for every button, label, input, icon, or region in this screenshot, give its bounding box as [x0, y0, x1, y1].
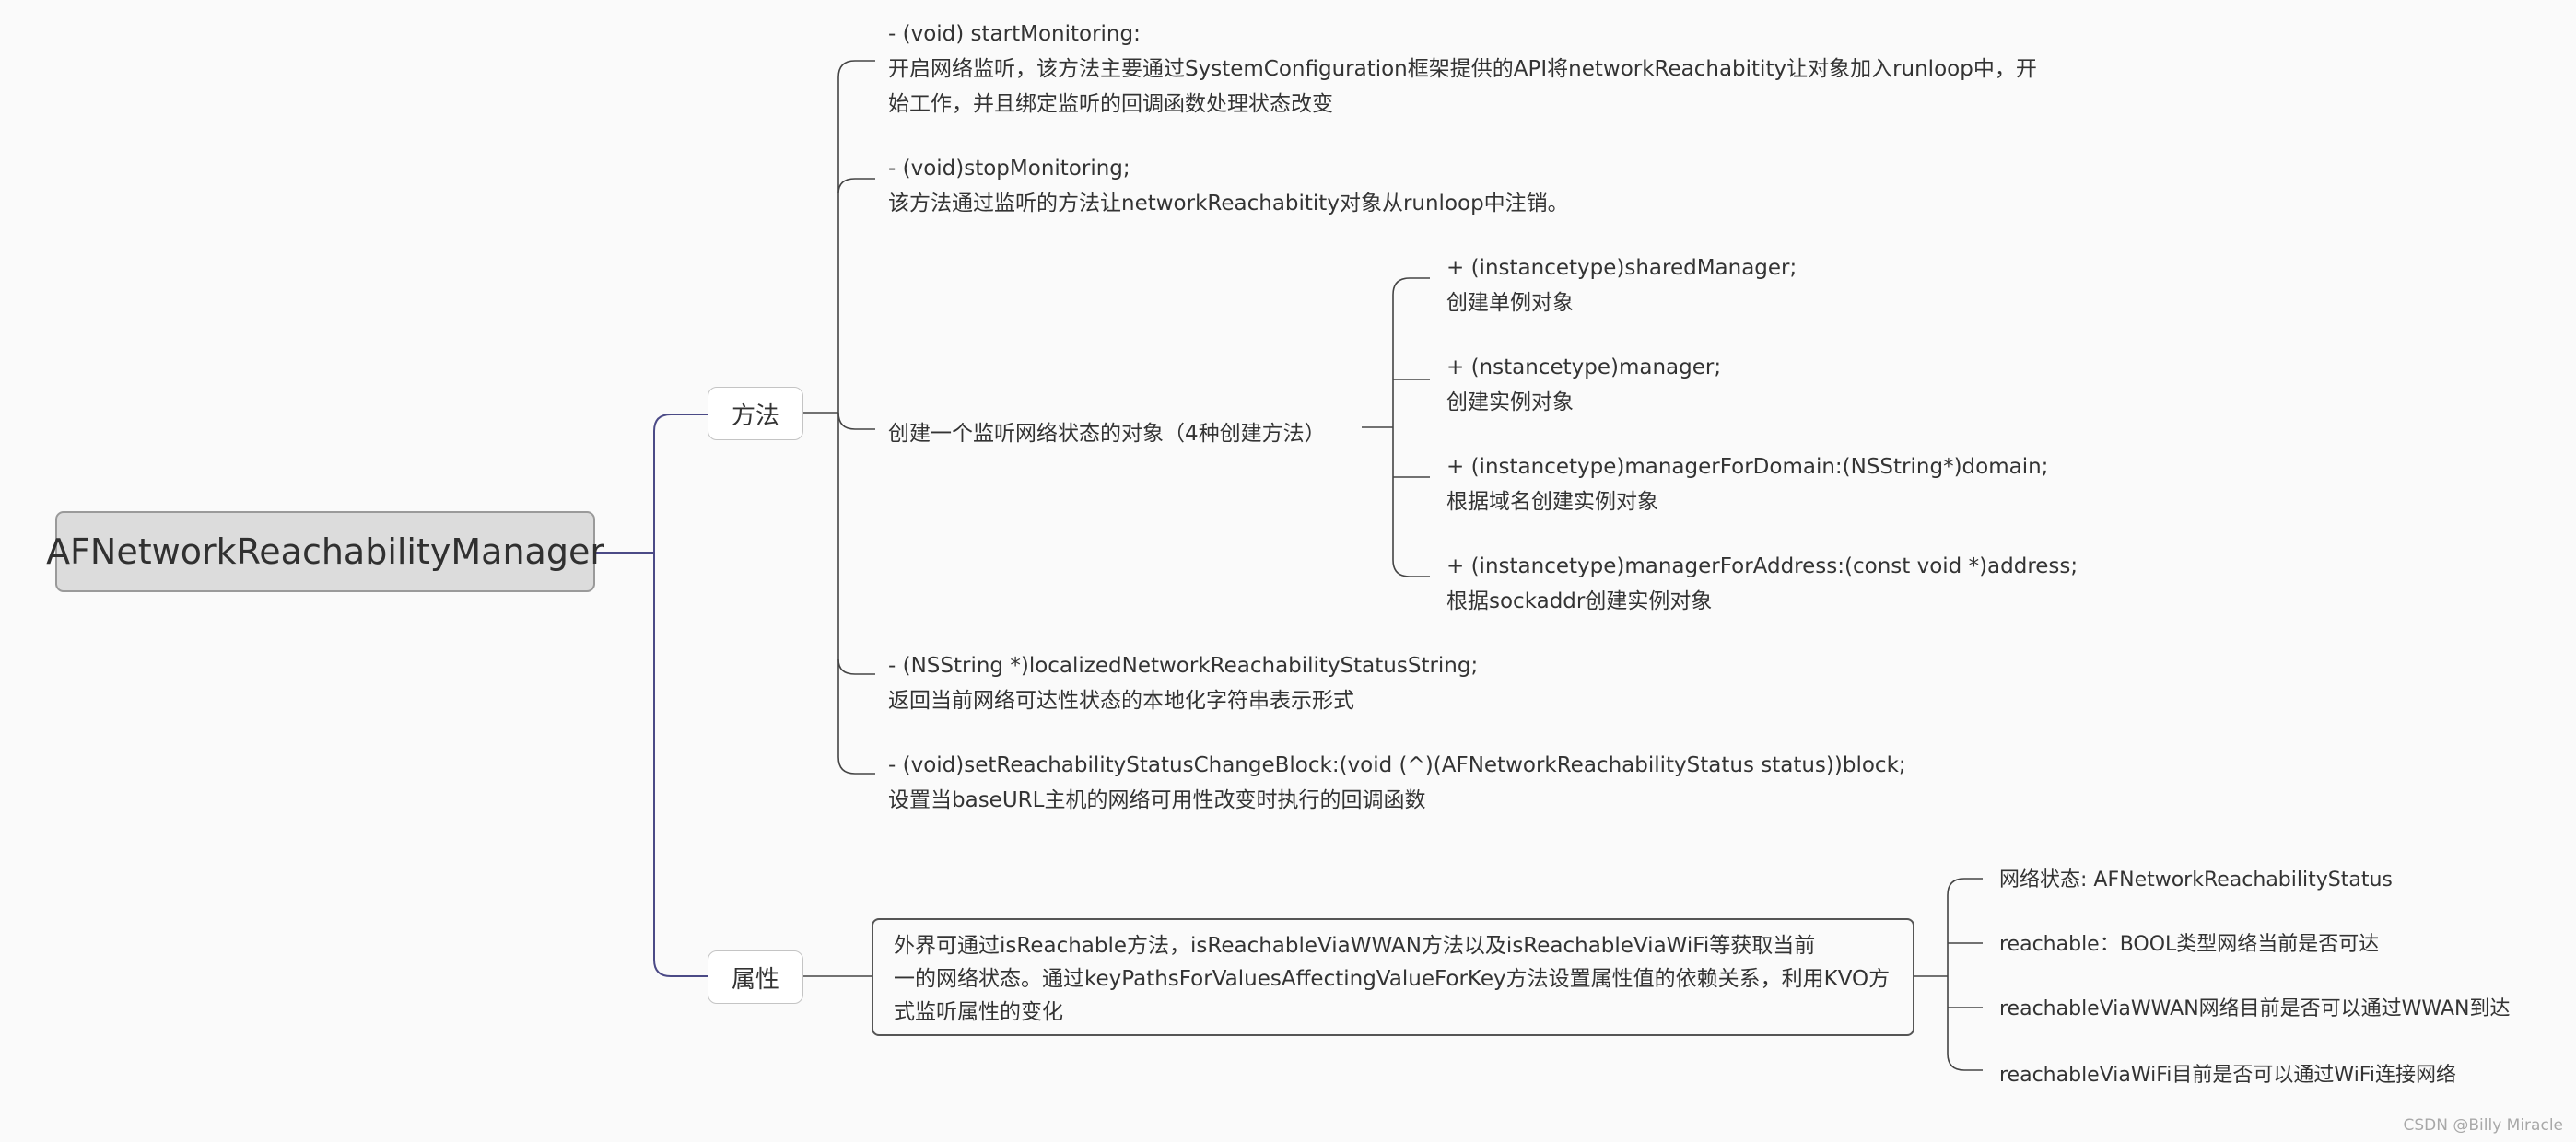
- method-create[interactable]: 创建一个监听网络状态的对象（4种创建方法）: [888, 416, 1326, 451]
- method-set-change-block[interactable]: - (void)setReachabilityStatusChangeBlock…: [888, 748, 1906, 818]
- method-start-monitoring[interactable]: - (void) startMonitoring: 开启网络监听，该方法主要通过…: [888, 17, 2037, 122]
- create-manager[interactable]: + (nstancetype)manager; 创建实例对象: [1446, 350, 1721, 420]
- property-reachable-wifi[interactable]: reachableViaWiFi目前是否可以通过WiFi连接网络: [1999, 1064, 2456, 1087]
- create-manager-for-address[interactable]: + (instancetype)managerForAddress:(const…: [1446, 549, 2078, 619]
- property-reachable[interactable]: reachable：BOOL类型网络当前是否可达: [1999, 933, 2380, 956]
- branch-methods-label: 方法: [731, 402, 779, 430]
- properties-summary-line: 式监听属性的变化: [894, 1000, 1063, 1024]
- method-title: - (NSString *)localizedNetworkReachabili…: [888, 654, 1479, 678]
- watermark: CSDN @Billy Miracle: [2403, 1116, 2564, 1135]
- branch-properties-label: 属性: [731, 965, 779, 994]
- method-desc: 该方法通过监听的方法让networkReachabitity对象从runloop…: [888, 192, 1569, 216]
- method-desc: 开启网络监听，该方法主要通过SystemConfiguration框架提供的AP…: [888, 57, 2037, 81]
- method-desc: 返回当前网络可达性状态的本地化字符串表示形式: [888, 689, 1354, 713]
- method-title: - (void)stopMonitoring;: [888, 157, 1130, 181]
- property-reachable-wwan[interactable]: reachableViaWWAN网络目前是否可以通过WWAN到达: [1999, 997, 2511, 1020]
- branch-methods[interactable]: 方法: [708, 387, 803, 440]
- create-title: + (instancetype)managerForAddress:(const…: [1446, 554, 2078, 578]
- branch-properties[interactable]: 属性: [708, 950, 803, 1004]
- connector-methods-spine: [837, 60, 875, 775]
- connector-method-create: [837, 412, 875, 430]
- create-desc: 根据域名创建实例对象: [1446, 490, 1658, 514]
- create-title: + (nstancetype)manager;: [1446, 355, 1722, 379]
- create-desc: 根据sockaddr创建实例对象: [1446, 589, 1713, 613]
- method-desc: 始工作，并且绑定监听的回调函数处理状态改变: [888, 92, 1333, 116]
- connector-props-spine: [1947, 878, 1983, 1071]
- create-title: + (instancetype)managerForDomain:(NSStri…: [1446, 455, 2049, 479]
- properties-summary-box[interactable]: 外界可通过isReachable方法，isReachableViaWWAN方法以…: [872, 918, 1914, 1036]
- connector-method-localized: [837, 658, 875, 675]
- method-desc: 设置当baseURL主机的网络可用性改变时执行的回调函数: [888, 788, 1426, 812]
- method-title: - (void)setReachabilityStatusChangeBlock…: [888, 753, 1906, 777]
- create-desc: 创建单例对象: [1446, 291, 1574, 315]
- create-manager-for-domain[interactable]: + (instancetype)managerForDomain:(NSStri…: [1446, 449, 2048, 519]
- connector-create-spine: [1392, 277, 1430, 577]
- properties-summary-line: 外界可通过isReachable方法，isReachableViaWWAN方法以…: [894, 934, 1816, 958]
- connector-method-stop: [837, 178, 875, 194]
- create-shared-manager[interactable]: + (instancetype)sharedManager; 创建单例对象: [1446, 251, 1797, 320]
- method-stop-monitoring[interactable]: - (void)stopMonitoring; 该方法通过监听的方法让netwo…: [888, 151, 1569, 221]
- create-title: + (instancetype)sharedManager;: [1446, 256, 1797, 280]
- property-status[interactable]: 网络状态: AFNetworkReachabilityStatus: [1999, 868, 2393, 891]
- properties-summary-line: 一的网络状态。通过keyPathsForValuesAffectingValue…: [894, 967, 1891, 991]
- root-label: AFNetworkReachabilityManager: [46, 531, 604, 572]
- method-title: - (void) startMonitoring:: [888, 22, 1141, 46]
- connector-root-methods: [595, 414, 708, 554]
- method-localized-status[interactable]: - (NSString *)localizedNetworkReachabili…: [888, 648, 1478, 718]
- create-desc: 创建实例对象: [1446, 390, 1574, 414]
- method-title: 创建一个监听网络状态的对象（4种创建方法）: [888, 422, 1326, 446]
- root-node[interactable]: AFNetworkReachabilityManager: [46, 511, 604, 592]
- connector-root-properties: [653, 553, 708, 977]
